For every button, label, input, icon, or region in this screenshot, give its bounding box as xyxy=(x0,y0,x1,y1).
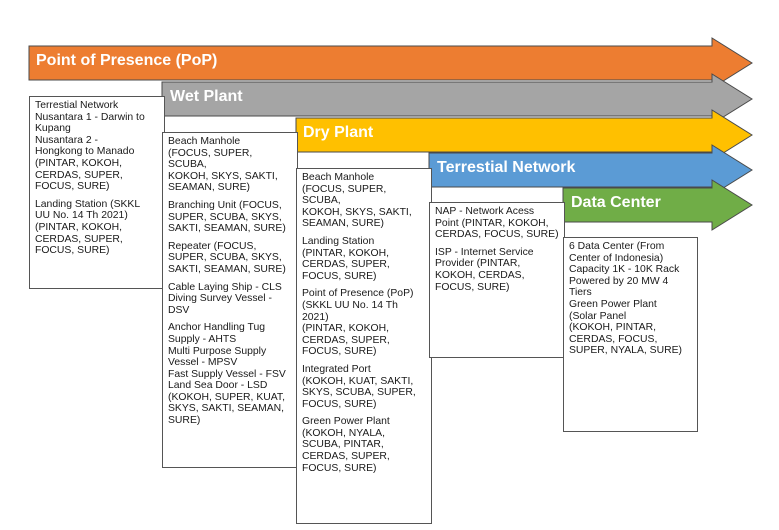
terrestial-item: NAP - Network Acess Point (PINTAR, KOKOH… xyxy=(435,206,559,241)
wet-item: Anchor Handling Tug Supply - AHTS Multi … xyxy=(168,322,286,427)
stage-label-wet: Wet Plant xyxy=(170,88,243,105)
stage-label-terrestial: Terrestial Network xyxy=(437,159,576,176)
dry-item: Point of Presence (PoP) (SKKL UU No. 14 … xyxy=(302,288,414,358)
stage-box-terrestial: NAP - Network Acess Point (PINTAR, KOKOH… xyxy=(429,202,565,358)
stage-arrow-datacenter xyxy=(562,179,753,231)
stage-label-pop: Point of Presence (PoP) xyxy=(36,52,218,69)
wet-item: Cable Laying Ship - CLS Diving Survey Ve… xyxy=(168,281,282,316)
stage-arrow-terrestial xyxy=(428,144,753,196)
stage-arrow-wet xyxy=(161,73,753,125)
dry-item: Green Power Plant (KOKOH, NYALA, SCUBA, … xyxy=(302,416,390,474)
terrestial-item: ISP - Internet Service Provider (PINTAR,… xyxy=(435,246,534,293)
stage-box-datacenter: 6 Data Center (From Center of Indonesia)… xyxy=(563,237,698,432)
wet-item: Repeater (FOCUS, SUPER, SCUBA, SKYS, SAK… xyxy=(168,240,286,275)
datacenter-item: 6 Data Center (From Center of Indonesia)… xyxy=(569,241,682,357)
stage-box-pop: Terrestial Network Nusantara 1 - Darwin … xyxy=(29,96,165,289)
dry-item: Beach Manhole (FOCUS, SUPER, SCUBA, KOKO… xyxy=(302,172,412,230)
dry-item: Integrated Port (KOKOH, KUAT, SAKTI, SKY… xyxy=(302,363,416,410)
stage-label-datacenter: Data Center xyxy=(571,194,661,211)
pop-item: Terrestial Network Nusantara 1 - Darwin … xyxy=(35,100,145,135)
stage-arrow-pop xyxy=(28,37,753,89)
pop-item: Nusantara 2 - Hongkong to Manado (PINTAR… xyxy=(35,134,135,193)
stage-arrow-dry xyxy=(295,109,753,161)
wet-item: Beach Manhole (FOCUS, SUPER, SCUBA, KOKO… xyxy=(168,136,278,194)
wet-item: Branching Unit (FOCUS, SUPER, SCUBA, SKY… xyxy=(168,199,286,235)
pop-item: Landing Station (SKKL UU No. 14 Th 2021)… xyxy=(35,198,141,257)
dry-item: Landing Station (PINTAR, KOKOH, CERDAS, … xyxy=(302,235,390,282)
stage-label-dry: Dry Plant xyxy=(303,124,374,141)
stage-box-wet: Beach Manhole (FOCUS, SUPER, SCUBA, KOKO… xyxy=(162,132,298,468)
stage-box-dry: Beach Manhole (FOCUS, SUPER, SCUBA, KOKO… xyxy=(296,168,432,524)
